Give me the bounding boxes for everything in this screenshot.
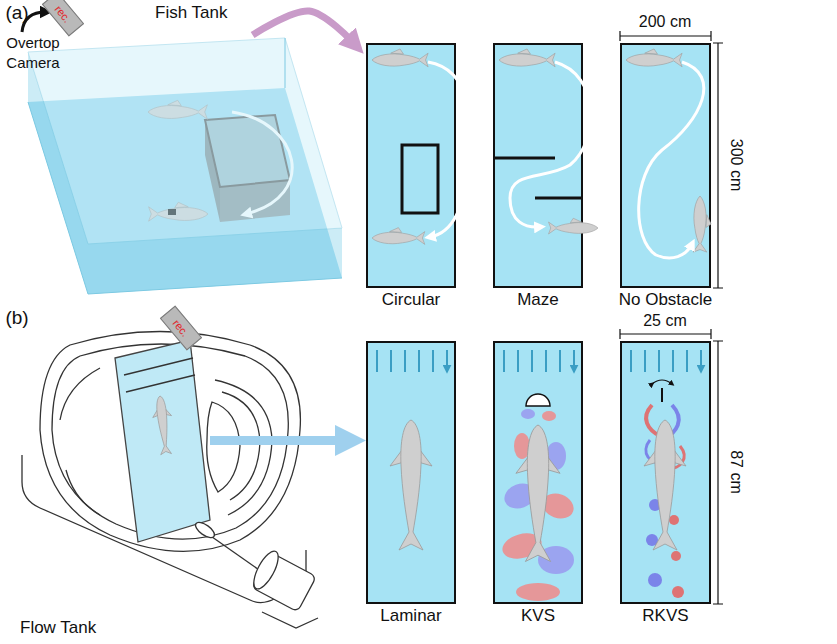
condition-label: Maze — [475, 290, 601, 310]
fish-tank-drawing — [205, 120, 220, 222]
arena-panel: Circular — [366, 43, 456, 288]
flow-tank-drawing — [52, 344, 288, 539]
dimension-label: 200 cm — [639, 11, 691, 33]
tank-label: Fish Tank — [155, 3, 227, 23]
camera-label: rec. — [161, 307, 201, 349]
flow-tank-drawing — [124, 358, 195, 392]
fish-tank-drawing — [28, 38, 342, 244]
flow-panel: RKVS — [620, 341, 711, 604]
dimension-line — [620, 31, 723, 604]
fish-tank-drawing — [205, 115, 290, 187]
flow-tank-drawing — [151, 395, 176, 455]
flow-arrow — [210, 436, 348, 445]
flow-tank-drawing — [22, 455, 306, 603]
fish-tank-drawing — [149, 202, 208, 221]
panel-letter: (a) — [5, 0, 28, 26]
flow-tank-drawing — [207, 402, 240, 492]
dimension-label: 300 cm — [725, 139, 747, 191]
flow-tank-drawing — [60, 368, 100, 515]
fish-tank-drawing — [148, 100, 207, 119]
camera-box: rec. — [42, 0, 84, 37]
fish-tank-drawing — [88, 228, 342, 294]
dimension-line — [620, 31, 711, 41]
condition-label: Laminar — [348, 606, 474, 626]
flow-arrow — [253, 11, 352, 41]
flow-tank-drawing — [252, 552, 317, 612]
fish-tank-drawing — [168, 209, 176, 215]
condition-label: Circular — [348, 290, 474, 310]
dimension-label: 25 cm — [643, 310, 687, 332]
arena-panel: No Obstacle — [620, 43, 711, 288]
flow-tank-drawing — [215, 380, 272, 515]
arena-panel: Maze — [493, 43, 583, 288]
condition-label: No Obstacle — [602, 290, 729, 310]
flow-tank-drawing — [22, 332, 318, 629]
camera-label: rec. — [43, 0, 83, 35]
fish-tank-drawing — [28, 38, 342, 294]
flow-tank-drawing — [193, 520, 217, 541]
dimension-line — [620, 329, 711, 339]
dimension-label: 87 cm — [725, 450, 747, 494]
flow-tank-drawing — [262, 612, 318, 628]
fish-tank-drawing — [232, 112, 292, 214]
fish-tank-drawing — [28, 88, 342, 294]
flow-tank: Flow Tank — [115, 340, 210, 545]
flow-tank-drawing — [115, 340, 210, 542]
flow-tank-drawing — [249, 548, 283, 593]
dimension-line — [713, 43, 723, 288]
flow-tank-drawing — [205, 532, 262, 572]
tank-label: Flow Tank — [20, 618, 96, 638]
fish-tank-drawing — [28, 52, 88, 294]
condition-label: RKVS — [602, 606, 729, 626]
dimension-line — [713, 341, 723, 604]
flow-panel: Laminar — [366, 341, 456, 604]
panel-letter: (b) — [5, 305, 28, 331]
fish-tank-drawing — [220, 180, 290, 222]
condition-label: KVS — [475, 606, 601, 626]
camera-note: Overtop Camera — [1, 33, 65, 74]
flow-tank-drawing — [222, 392, 260, 500]
camera-box: rec. — [160, 305, 202, 350]
fish-tank: Fish Tank — [15, 35, 345, 293]
flow-tank-drawing — [40, 332, 300, 552]
fish-tank-drawing — [22, 12, 342, 294]
fish-tank-drawing — [205, 115, 290, 187]
flow-panel: KVS — [493, 341, 583, 604]
